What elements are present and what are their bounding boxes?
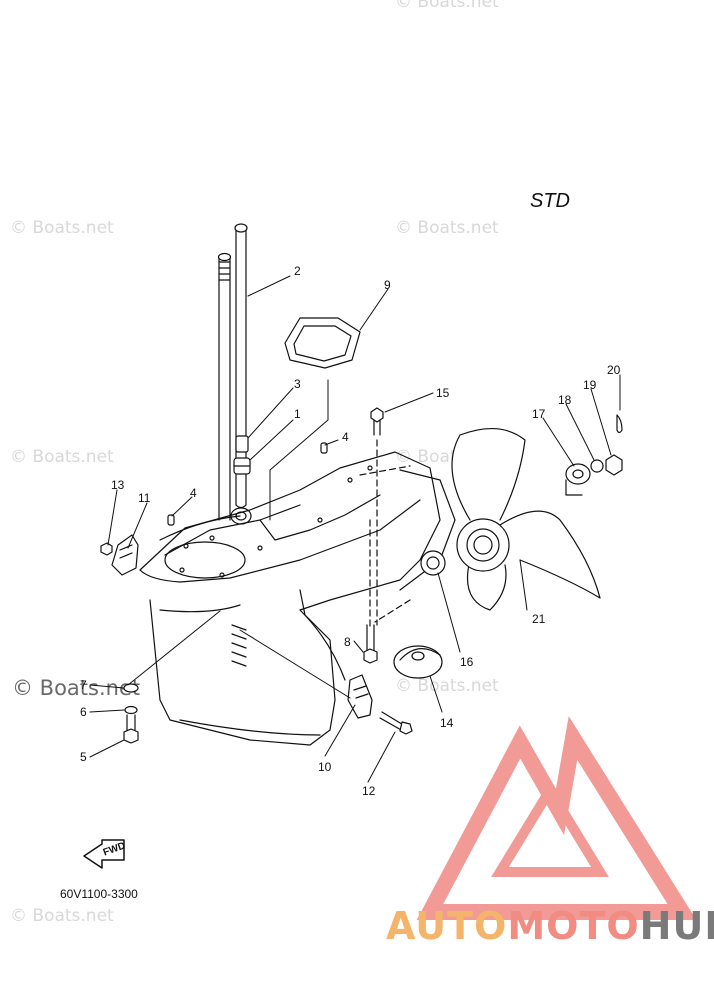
callout-10[interactable]: 10 — [318, 760, 332, 774]
watermark: © Boats.net — [395, 0, 499, 12]
callout-15[interactable]: 15 — [436, 386, 450, 400]
propeller — [451, 427, 601, 611]
watermark: © Boats.net — [10, 447, 114, 467]
callout-19[interactable]: 19 — [583, 378, 597, 392]
part-number: 60V1100-3300 — [60, 887, 138, 901]
bolt — [370, 407, 384, 436]
anode — [111, 534, 139, 576]
cover — [393, 645, 443, 679]
callout-1[interactable]: 1 — [294, 407, 301, 421]
callout-16[interactable]: 16 — [460, 655, 474, 669]
nut — [100, 542, 113, 556]
shift-rod — [217, 252, 232, 521]
bolt — [123, 714, 139, 744]
callout-6[interactable]: 6 — [80, 705, 87, 719]
callout-2[interactable]: 2 — [294, 264, 301, 278]
callout-14[interactable]: 14 — [440, 716, 454, 730]
watermark: © Boats.net — [395, 218, 499, 238]
logo-wordmark: AUTOMOTOHUB — [386, 904, 714, 948]
callout-5[interactable]: 5 — [80, 750, 87, 764]
variant-label: STD — [530, 190, 570, 212]
callout-21[interactable]: 21 — [532, 612, 546, 626]
fwd-arrow-icon — [83, 839, 125, 869]
bushing — [233, 435, 251, 475]
callout-8[interactable]: 8 — [344, 635, 351, 649]
callout-12[interactable]: 12 — [362, 784, 376, 798]
bolt — [379, 711, 413, 735]
gasket — [284, 317, 361, 369]
callout-11[interactable]: 11 — [138, 491, 151, 505]
callout-13[interactable]: 13 — [111, 478, 125, 492]
callout-9[interactable]: 9 — [384, 278, 391, 292]
watermark: © Boats.net — [10, 218, 114, 238]
logo-part-hub: HUB — [639, 904, 714, 948]
lower-casing — [139, 451, 456, 746]
bolt — [363, 624, 378, 664]
callout-20[interactable]: 20 — [607, 363, 621, 377]
callout-4[interactable]: 4 — [342, 430, 349, 444]
callout-3[interactable]: 3 — [294, 377, 301, 391]
callout-7[interactable]: 7 — [80, 678, 87, 692]
logo-part-auto: AUTO — [386, 904, 508, 948]
callout-4[interactable]: 4 — [190, 486, 197, 500]
thrust-washer — [420, 550, 446, 576]
spacer — [565, 463, 591, 496]
watermark: © Boats.net — [10, 906, 114, 926]
watermark: © Boats.net — [395, 676, 499, 696]
washer — [123, 683, 139, 715]
callout-17[interactable]: 17 — [532, 407, 546, 421]
callout-18[interactable]: 18 — [558, 393, 572, 407]
logo-part-moto: MOTO — [507, 904, 640, 948]
